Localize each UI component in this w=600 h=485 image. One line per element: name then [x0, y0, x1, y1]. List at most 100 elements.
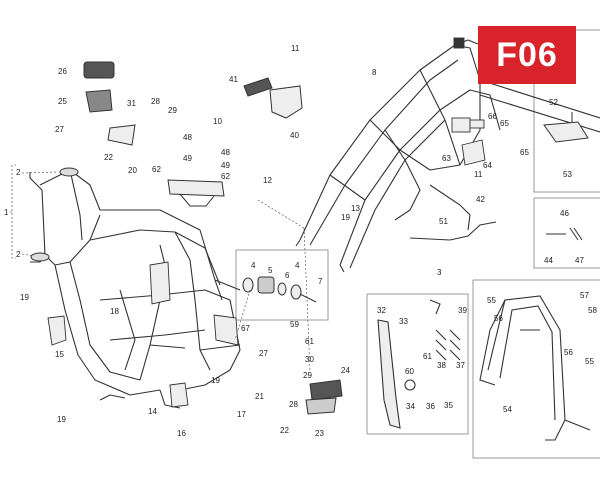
center-stand-assembly: [479, 295, 591, 441]
inset-frame-center-stand: [472, 279, 600, 459]
side-stand-leg: [377, 319, 401, 429]
pad-24: [309, 379, 343, 401]
figure-code-badge: F06: [478, 26, 576, 84]
callout-2: 2: [16, 168, 21, 177]
callout-37: 37: [456, 361, 465, 370]
callout-3: 3: [437, 268, 442, 277]
callout-20: 20: [128, 166, 137, 175]
mount-plate-upper: [167, 179, 225, 197]
callout-46: 46: [560, 209, 569, 218]
callout-53: 53: [563, 170, 572, 179]
side-stand-assembly: [377, 299, 461, 429]
spring-38: [435, 329, 447, 361]
callout-19: 19: [341, 213, 350, 222]
callout-25: 25: [58, 97, 67, 106]
bracket-53: [543, 121, 589, 143]
footrest-pad: [305, 379, 343, 415]
bearing-bottom: [30, 252, 50, 262]
top-right-bracket: [543, 112, 589, 143]
callout-47: 47: [575, 256, 584, 265]
callout-24: 24: [341, 366, 350, 375]
callout-67: 67: [241, 324, 250, 333]
callout-55: 55: [487, 296, 496, 305]
callout-55: 55: [585, 357, 594, 366]
leader-lines: [8, 164, 311, 371]
callout-28: 28: [289, 400, 298, 409]
callout-22: 22: [280, 426, 289, 435]
callout-34: 34: [406, 402, 415, 411]
callout-2: 2: [16, 250, 21, 259]
callout-35: 35: [444, 401, 453, 410]
callout-22: 22: [104, 153, 113, 162]
callout-38: 38: [437, 361, 446, 370]
main-frame: [29, 169, 241, 409]
callout-21: 21: [255, 392, 264, 401]
callout-19: 19: [57, 415, 66, 424]
callout-65: 65: [520, 148, 529, 157]
callout-54: 54: [503, 405, 512, 414]
lever-42: [429, 184, 471, 231]
callout-17: 17: [237, 410, 246, 419]
bushing-4a: [242, 277, 254, 293]
callout-61: 61: [305, 337, 314, 346]
callout-56: 56: [564, 348, 573, 357]
callout-49: 49: [183, 154, 192, 163]
footpeg-bracket-25: [85, 89, 113, 113]
callout-27: 27: [259, 349, 268, 358]
callout-13: 13: [351, 204, 360, 213]
plate-left: [47, 315, 67, 346]
callout-52: 52: [549, 98, 558, 107]
callout-14: 14: [148, 407, 157, 416]
frame-plates: [47, 261, 239, 408]
pad-23: [305, 397, 337, 415]
callout-30: 30: [305, 355, 314, 364]
subframe-brackets: [451, 37, 486, 166]
switch-34: [404, 379, 416, 391]
spring-47: [569, 227, 583, 241]
callout-19: 19: [20, 293, 29, 302]
footpeg-mount-20: [107, 124, 136, 146]
rider-footpeg: [83, 61, 136, 146]
bushing-4b: [290, 284, 302, 300]
rod-3: [409, 221, 497, 241]
callout-51: 51: [439, 217, 448, 226]
callout-31: 31: [127, 99, 136, 108]
footpeg-rubber-26: [83, 61, 115, 79]
callout-41: 41: [229, 75, 238, 84]
callout-60: 60: [405, 367, 414, 376]
callout-27: 27: [55, 125, 64, 134]
bushings-set: [242, 276, 317, 303]
callout-36: 36: [426, 402, 435, 411]
bolt-7: [299, 293, 317, 303]
callout-16: 16: [177, 429, 186, 438]
bushing-5: [257, 276, 275, 294]
callout-40: 40: [290, 131, 299, 140]
plate-center: [149, 261, 171, 305]
callout-33: 33: [399, 317, 408, 326]
callout-4: 4: [251, 261, 256, 270]
plate-right: [213, 314, 239, 346]
callout-48: 48: [221, 148, 230, 157]
callout-48: 48: [183, 133, 192, 142]
spring-37: [449, 329, 461, 361]
footpeg-rubber-41: [243, 77, 273, 97]
bracket-64: [461, 139, 486, 166]
inset-frame-side-stand: [366, 293, 469, 435]
callout-10: 10: [213, 117, 222, 126]
bracket-66: [469, 119, 485, 129]
callout-6: 6: [285, 271, 290, 280]
bracket-63: [451, 117, 471, 133]
callout-5: 5: [268, 266, 273, 275]
callout-4: 4: [295, 261, 300, 270]
plate-bottom: [169, 382, 189, 408]
callout-66: 66: [488, 112, 497, 121]
washer-6: [277, 282, 287, 296]
footpeg-bracket-40: [269, 85, 303, 119]
callout-32: 32: [377, 306, 386, 315]
callout-28: 28: [151, 97, 160, 106]
callout-23: 23: [315, 429, 324, 438]
callout-61: 61: [423, 352, 432, 361]
engine-mount-plate: [167, 179, 225, 207]
callout-64: 64: [483, 161, 492, 170]
